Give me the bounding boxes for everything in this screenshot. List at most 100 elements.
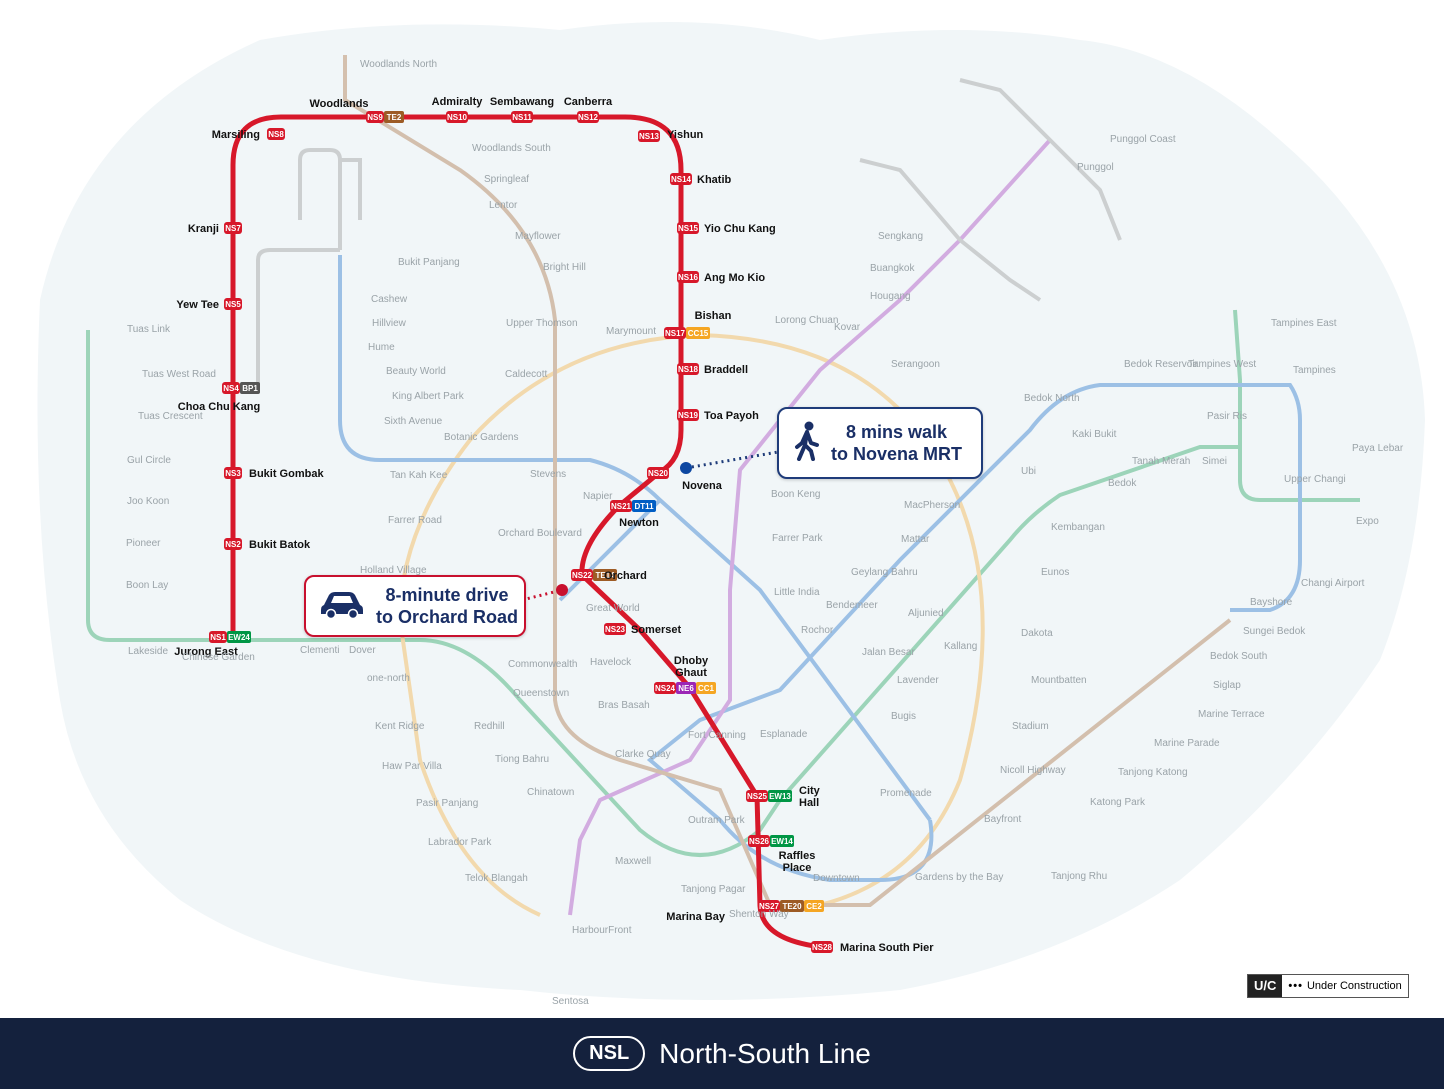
tel-track [343,55,1232,907]
faded-label: Tanjong Katong [1118,767,1188,778]
faded-label: Pasir Ris [1207,411,1247,422]
nsl-station-ns10[interactable]: NS10 Admiralty [432,96,484,123]
station-code: NS10 [447,113,468,122]
faded-label: Fort Canning [688,730,746,741]
faded-label: Hume [368,342,395,353]
interchange-code: EW24 [228,633,250,642]
faded-label: Napier [583,491,613,502]
station-code: NS20 [648,469,669,478]
station-code: NS16 [678,273,699,282]
station-label: Kranji [188,223,219,235]
faded-network [86,55,1360,917]
faded-label: Siglap [1213,680,1241,691]
station-code: NS15 [678,224,699,233]
footer-bar: NSL North-South Line [0,1018,1444,1089]
lrt-loops [859,78,1122,302]
station-code-badge [577,111,599,123]
faded-label: Farrer Park [772,533,824,544]
station-label: Marina Bay [666,911,726,923]
novena-location-dot [680,462,692,474]
walk-callout-text: 8 mins walk to Novena MRT [831,421,962,465]
station-label: Marina South Pier [840,942,934,954]
faded-label: Clarke Quay [615,749,671,760]
station-label: Hall [799,797,819,809]
faded-label: Queenstown [513,688,569,699]
faded-label: Upper Changi [1284,474,1346,485]
faded-label: Sungei Bedok [1243,626,1306,637]
faded-label: HarbourFront [572,925,632,936]
faded-label: Cashew [371,294,408,305]
interchange-code: EW14 [771,837,793,846]
station-label: Toa Payoh [704,410,759,422]
faded-label: Kent Ridge [375,721,425,732]
faded-label: Boon Keng [771,489,821,500]
nsl-station-ns15[interactable]: NS15 Yio Chu Kang [677,222,776,235]
station-code: NS28 [812,943,833,952]
station-label: Place [783,862,812,874]
nsl-station-ns28[interactable]: NS28 Marina South Pier [811,941,934,954]
interchange-code: TE2 [387,113,402,122]
drive-callout: 8-minute drive to Orchard Road [304,575,526,637]
station-code-badge [746,790,768,802]
faded-label: Bukit Panjang [398,257,460,268]
interchange-badge [384,111,404,123]
drive-callout-line1: 8-minute drive [385,585,509,605]
station-code-badge [604,623,626,635]
station-code-badge [654,682,676,694]
station-code-badge [677,363,699,375]
faded-label: Lentor [489,200,518,211]
faded-label: Haw Par Villa [382,761,442,772]
faded-label: Bedok South [1210,651,1267,662]
faded-label: Jalan Besar [862,647,915,658]
station-code-badge [267,128,285,140]
faded-label: Springleaf [484,174,529,185]
faded-label: Commonwealth [508,659,577,670]
station-label: Admiralty [432,96,484,108]
faded-label: Tampines [1293,365,1336,376]
station-code: NS22 [572,571,593,580]
station-code: NS24 [655,684,676,693]
station-code: NS17 [665,329,686,338]
ewl-track [86,309,1242,857]
faded-label: Ubi [1021,466,1036,477]
faded-label: Gardens by the Bay [915,872,1003,883]
interchange-code: EW13 [769,792,791,801]
line-badge: NSL [573,1036,646,1071]
faded-label: Marymount [606,326,656,337]
interchange-code: BP1 [242,384,258,393]
station-label: Yio Chu Kang [704,223,776,235]
faded-label: Bayfront [984,814,1021,825]
station-code-badge [224,298,242,310]
faded-label: Kovar [834,322,861,333]
faded-label: Stevens [530,469,566,480]
station-code: NS14 [671,175,692,184]
station-code-badge [638,130,660,142]
dtl-track [338,255,1302,882]
station-code-badge [677,409,699,421]
faded-label: Bayshore [1250,597,1293,608]
